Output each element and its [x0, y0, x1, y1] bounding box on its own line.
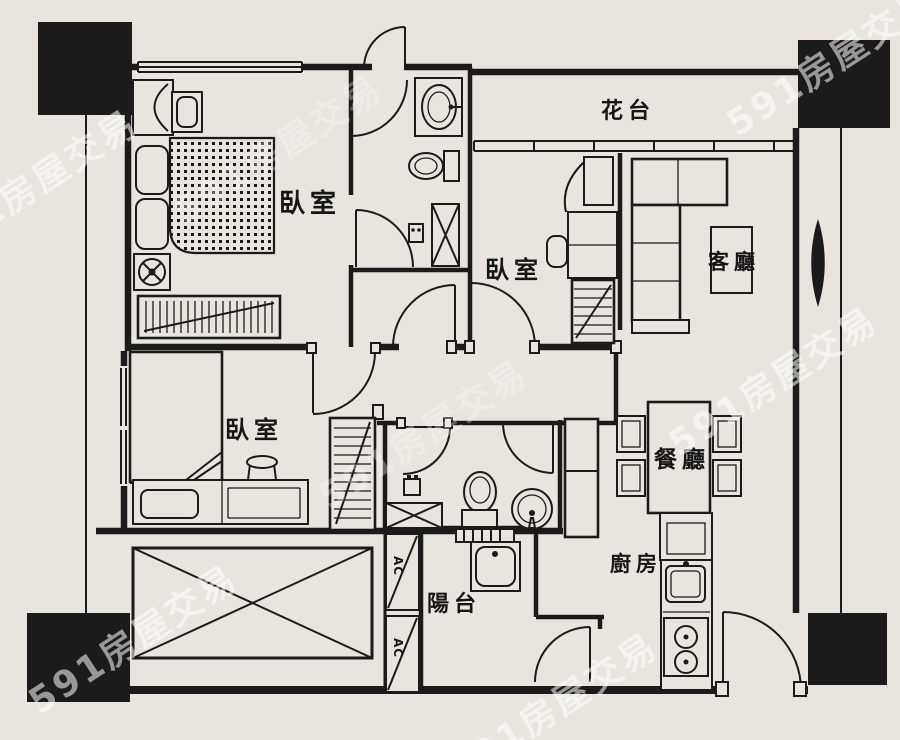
canopy-area [131, 546, 374, 660]
label-balcony: 陽台 [427, 591, 481, 617]
dining-chair-icon [616, 415, 646, 453]
ac-unit-icon: AC [385, 615, 420, 693]
label-flower-bed: 花台 [601, 98, 655, 124]
door-bedroom2 [470, 282, 536, 348]
column-bottom-left [27, 613, 130, 702]
door-bath2 [402, 426, 451, 475]
door-master-bedroom [392, 284, 456, 348]
dining-table-icon [646, 400, 712, 515]
double-bed-icon [168, 136, 276, 255]
living-room [630, 157, 753, 334]
bedroom-3 [128, 350, 377, 532]
door-main-entrance [722, 611, 802, 691]
watermark-text: 591房屋交易 [0, 102, 146, 268]
floor-drain-icon [385, 502, 443, 529]
label-master-bedroom: 臥室 [279, 188, 341, 219]
laundry-counter-icon [455, 528, 515, 543]
canopy-cross-icon [132, 547, 373, 659]
bedroom-2 [546, 156, 618, 345]
window-living-flowerbed [473, 140, 795, 152]
wardrobe-icon [136, 294, 282, 340]
dresser-door-icon [153, 83, 169, 132]
dining-chair-icon [616, 459, 646, 497]
room-labels: 花台 臥室 臥室 臥室 客廳 餐廳 廚房 陽台 [225, 98, 760, 617]
doors [306, 26, 807, 697]
desk-chair-icon [546, 235, 568, 268]
door-bath1-master [355, 209, 414, 268]
tall-cabinet-icon [563, 417, 600, 539]
kitchen [659, 512, 713, 691]
label-kitchen: 廚房 [610, 552, 662, 576]
bathroom-bottom [385, 417, 600, 539]
door-jambs [306, 340, 807, 697]
washing-machine-icon [470, 541, 521, 592]
wall-kitchen-balcony [536, 614, 604, 629]
closet-icon [583, 156, 614, 206]
washbasin-round-icon [511, 488, 553, 530]
ac-unit-icon: AC [385, 533, 420, 611]
column-top-right [798, 40, 890, 128]
toilet-icon [461, 471, 498, 528]
door-bath2-inner [502, 422, 554, 474]
single-bed-icon [128, 350, 224, 484]
canopy-outline [131, 546, 374, 660]
label-living-room: 客廳 [708, 250, 760, 274]
label-bedroom-2: 臥室 [485, 256, 543, 284]
drawer-icon [140, 489, 199, 519]
windows [118, 60, 825, 486]
stove-icon [663, 617, 709, 677]
kitchen-sink-icon [665, 561, 706, 603]
fridge-icon [659, 512, 713, 561]
ac-label: AC [391, 556, 405, 576]
bathroom-top [408, 77, 463, 267]
lamp-icon [176, 96, 198, 128]
pillow-icon [135, 145, 169, 195]
closet-swing-icon [563, 161, 585, 213]
bed-fold-icon [185, 451, 223, 481]
fan-symbol-icon [133, 253, 171, 291]
valve-icon [403, 475, 421, 496]
bookshelf-icon [570, 278, 616, 345]
master-bedroom [132, 79, 282, 340]
dining-chair-icon [712, 415, 742, 453]
door-bedroom3 [312, 351, 376, 415]
coffee-table-icon [710, 226, 753, 294]
watermark-text: 591房屋交易 [661, 299, 885, 465]
window-master-top-lines [137, 61, 303, 73]
label-bedroom-3: 臥室 [225, 416, 283, 444]
door-entry-top [363, 26, 406, 69]
structural-columns [27, 22, 890, 702]
shaft-icon [431, 203, 460, 267]
valve-icon [408, 223, 424, 243]
dresser-icon [132, 79, 174, 136]
balcony: AC AC [385, 528, 521, 693]
dining-chair-icon [712, 459, 742, 497]
column-bottom-right [808, 613, 887, 685]
ac-label: AC [391, 638, 405, 658]
dining-room [616, 400, 742, 515]
door-bath1-north [350, 79, 408, 137]
column-top-left [38, 22, 132, 115]
toilet-icon [408, 150, 460, 182]
wardrobe-icon [328, 416, 377, 532]
pillow-icon [135, 198, 169, 250]
sofa-icon [630, 157, 729, 334]
door-balcony-kitchen [534, 626, 591, 683]
window-bay-lens [811, 219, 825, 307]
stool-icon [246, 455, 278, 481]
label-dining-room: 餐廳 [654, 446, 710, 473]
